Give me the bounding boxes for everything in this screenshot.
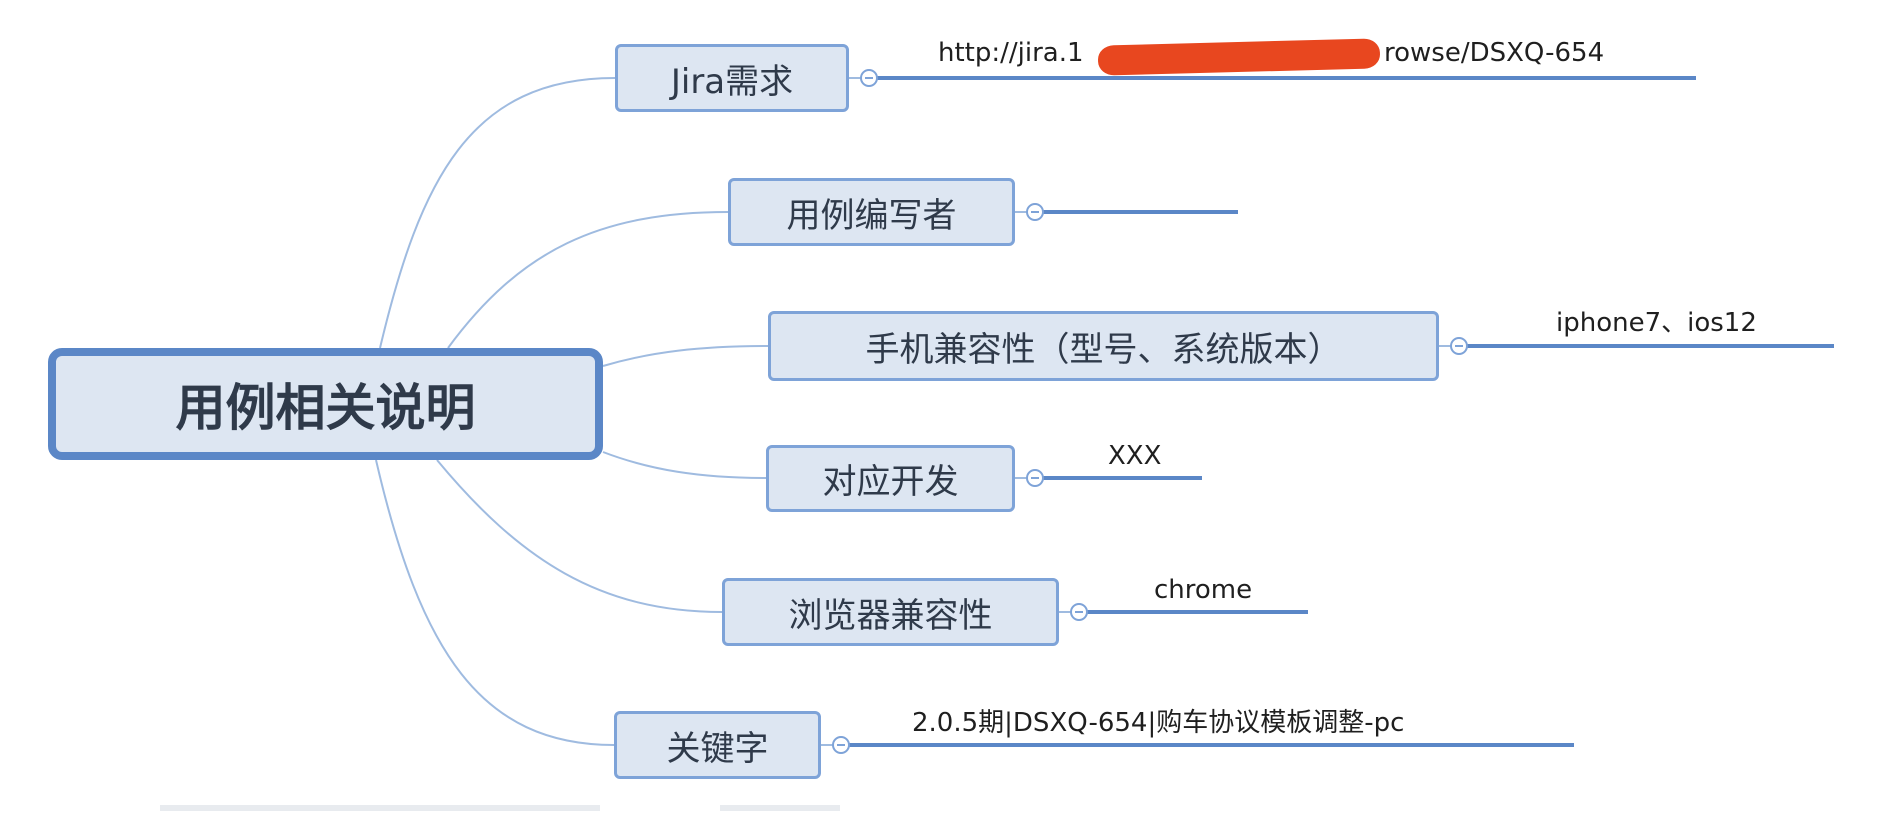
topic-label: 关键字 [666,728,769,769]
topic-developer[interactable]: 对应开发 [766,445,1015,512]
topic-case-author[interactable]: 用例编写者 [728,178,1015,246]
leaf-mobile-value: iphone7、ios12 [1556,308,1757,338]
collapse-toggle-icon[interactable] [1026,203,1044,221]
topic-mobile-compatibility[interactable]: 手机兼容性（型号、系统版本） [768,311,1439,381]
connector-jira [379,77,616,349]
topic-label: Jira需求 [670,61,794,102]
topic-label: 浏览器兼容性 [788,595,993,636]
connector-mobile [602,345,769,367]
topic-jira-requirement[interactable]: Jira需求 [615,44,849,112]
leaf-keywords-value: 2.0.5期|DSXQ-654|购车协议模板调整-pc [912,708,1405,738]
topic-label: 手机兼容性（型号、系统版本） [865,329,1342,370]
connector-author [447,211,729,349]
connector-dev [602,451,767,479]
leaf-jira-url-prefix: http://jira.1 [938,38,1084,68]
central-topic-label: 用例相关说明 [175,379,476,437]
cropped-edge-artifact [720,805,840,811]
collapse-toggle-icon[interactable] [860,69,878,87]
collapse-toggle-icon[interactable] [1070,603,1088,621]
topic-browser-compatibility[interactable]: 浏览器兼容性 [722,578,1059,646]
cropped-edge-artifact [160,805,600,811]
leaf-browser-value: chrome [1154,575,1253,605]
connector-keywords [375,459,615,746]
topic-label: 用例编写者 [786,195,957,236]
topic-label: 对应开发 [822,462,959,502]
collapse-toggle-icon[interactable] [832,736,850,754]
connector-browser [436,459,723,613]
topic-keywords[interactable]: 关键字 [614,711,821,779]
leaf-jira-url-suffix: rowse/DSXQ-654 [1384,38,1605,68]
collapse-toggle-icon[interactable] [1450,337,1468,355]
collapse-toggle-icon[interactable] [1026,469,1044,487]
central-topic[interactable]: 用例相关说明 [48,348,603,460]
leaf-developer-value: XXX [1108,441,1162,471]
